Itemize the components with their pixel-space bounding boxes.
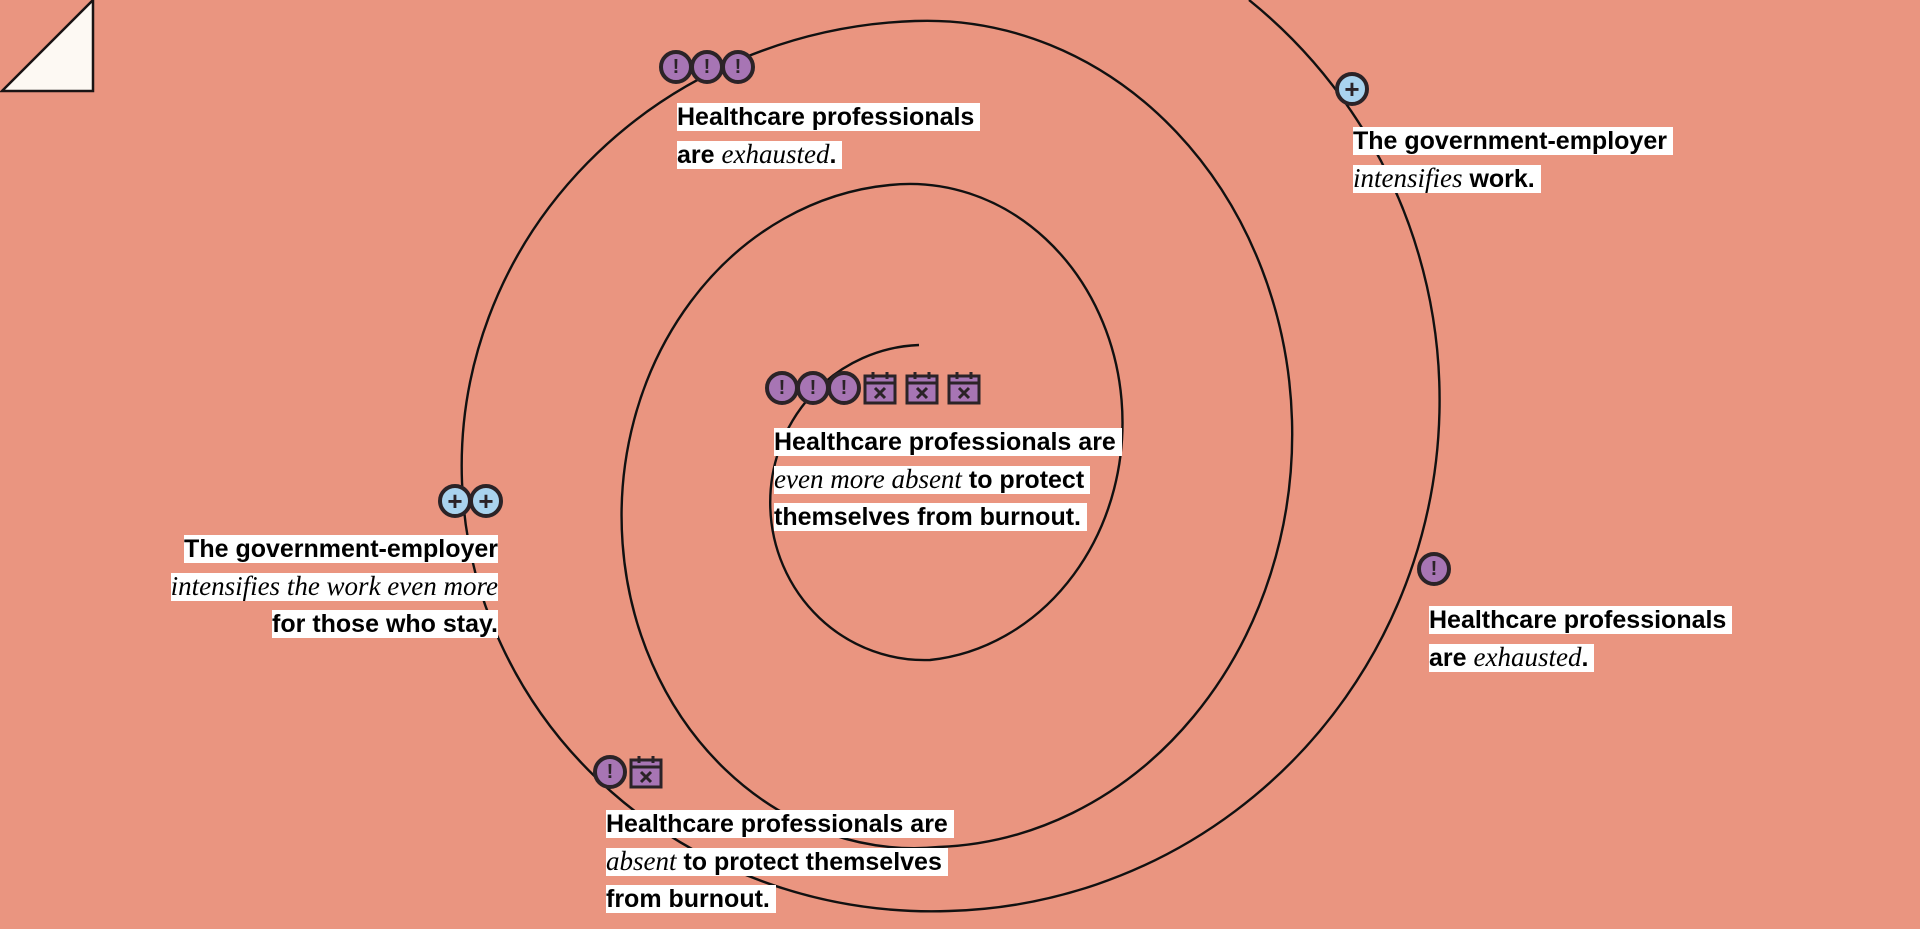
label-text: to protect themselves [683,848,942,876]
alert-icon: ! [721,50,755,84]
label-bottom-absent: Healthcare professionals are absent to p… [606,806,954,918]
label-line: The government-employer [184,535,498,563]
calendar-x-icon [905,372,939,405]
label-text: are [1429,644,1467,672]
label-center-even-more-absent: Healthcare professionals are even more a… [774,424,1122,536]
label-emphasis: absent [606,846,677,876]
label-line: Healthcare professionals are [774,428,1122,456]
label-emphasis: exhausted [721,139,830,169]
icon-group-top-right: + [1335,72,1369,106]
icon-group-right: ! [1417,552,1451,586]
label-line: Healthcare professionals [677,103,981,131]
alert-icon: ! [593,755,627,789]
alert-icon: ! [765,371,799,405]
label-emphasis: intensifies [1353,163,1463,193]
plus-icon: + [469,484,503,518]
label-line: The government-employer [1353,127,1673,155]
label-right-exhausted: Healthcare professionals are exhausted. [1429,602,1733,677]
plus-icon: + [1335,72,1369,106]
icon-group-top: ! ! ! [659,50,755,84]
label-text: work. [1469,165,1535,193]
alert-icon: ! [796,371,830,405]
alert-icon: ! [827,371,861,405]
label-left-intensifies-more: The government-employer intensifies the … [170,531,498,643]
label-text: to protect [968,466,1085,494]
label-line: Healthcare professionals are [606,810,954,838]
page-corner-fold[interactable] [0,0,96,94]
label-top-exhausted: Healthcare professionals are exhausted. [677,99,981,174]
calendar-x-icon [863,372,897,405]
label-line: themselves from burnout. [774,503,1087,531]
label-line: from burnout. [606,885,776,913]
label-text: . [1581,644,1589,672]
plus-icon: + [438,484,472,518]
label-text: . [829,141,837,169]
label-emphasis: exhausted [1473,642,1582,672]
label-line: for those who stay. [272,610,498,638]
alert-icon: ! [659,50,693,84]
spiral-line [460,0,1441,913]
calendar-x-icon [947,372,981,405]
label-emphasis: even more absent [774,464,962,494]
label-top-right-intensifies: The government-employer intensifies work… [1353,123,1673,198]
label-line: Healthcare professionals [1429,606,1733,634]
icon-group-center: ! ! ! [765,371,984,405]
label-emphasis: intensifies the work even more [170,571,498,601]
icon-group-bottom: ! [593,755,666,789]
calendar-x-icon [629,756,663,789]
alert-icon: ! [1417,552,1451,586]
icon-group-left: + + [438,484,503,518]
label-text: are [677,141,715,169]
alert-icon: ! [690,50,724,84]
